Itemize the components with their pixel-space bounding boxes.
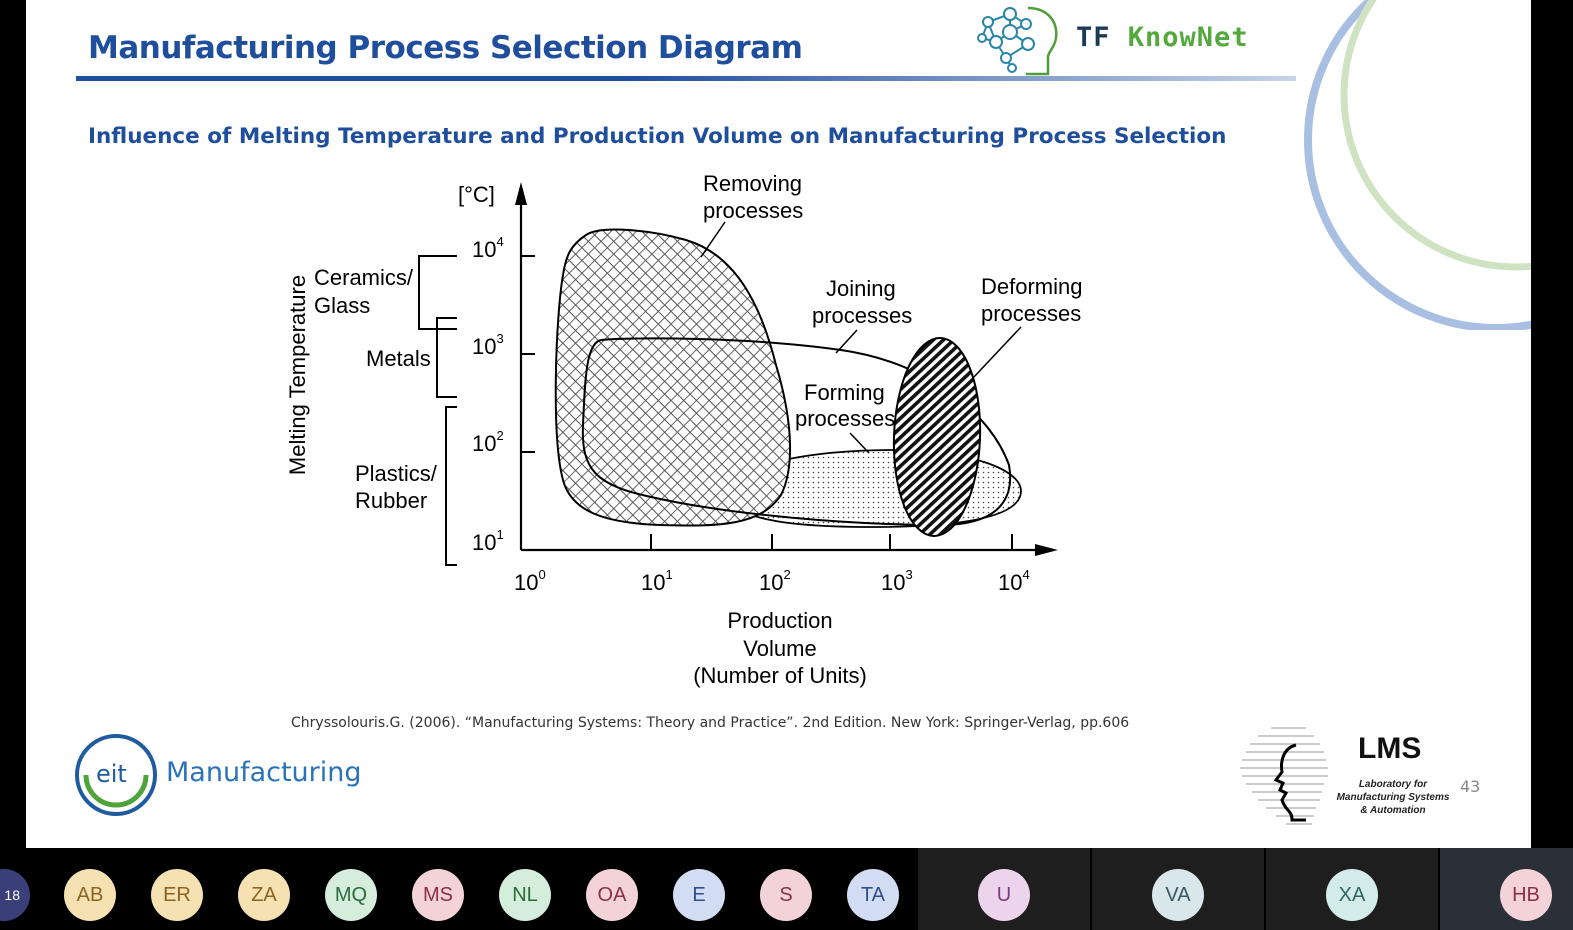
region-label-forming: processes [795, 406, 895, 431]
eit-word: Manufacturing [166, 757, 362, 788]
y-tick-label: 102 [472, 428, 504, 456]
material-label-plastics: Rubber [355, 488, 427, 513]
region-label-deforming: processes [981, 301, 1081, 326]
x-axis-title-line: (Number of Units) [693, 663, 867, 688]
process-selection-diagram: 104 103 102 101 100 101 102 103 104 [°C]… [285, 171, 1082, 688]
lms-subtitle-line: Laboratory for [1358, 779, 1428, 790]
participant-avatar[interactable]: XA [1326, 869, 1378, 921]
participant-avatar[interactable]: AB [64, 869, 116, 921]
participant-avatar[interactable]: MS [412, 869, 464, 921]
participant-avatar[interactable]: TA [847, 869, 899, 921]
eit-circle-icon: eit [75, 734, 157, 816]
y-tick-label: 101 [472, 527, 504, 555]
y-tick-label: 103 [472, 331, 504, 359]
region-label-removing: Removing [703, 171, 802, 196]
x-tick-label: 100 [514, 567, 546, 595]
y-axis-arrow [515, 182, 527, 205]
title-underline [76, 76, 1296, 81]
material-label-metals: Metals [366, 346, 431, 371]
lms-subtitle-line: & Automation [1360, 805, 1426, 816]
presentation-slide: Manufacturing Process Selection Diagram … [26, 0, 1531, 848]
region-label-forming: Forming [804, 380, 885, 405]
removing-processes-region [554, 228, 792, 527]
x-tick-label: 104 [998, 567, 1030, 595]
x-axis-arrow [1035, 544, 1058, 556]
material-brackets [418, 255, 457, 566]
y-tick-label: 104 [472, 234, 504, 262]
brain-network-icon [977, 6, 1058, 76]
region-label-joining: Joining [826, 276, 896, 301]
brand-part-1: TF [1076, 22, 1128, 53]
lms-subtitle: Laboratory for Manufacturing Systems & A… [1328, 778, 1458, 817]
y-tick-marks [521, 255, 535, 453]
y-axis-unit: [°C] [458, 182, 495, 207]
participant-avatar[interactable]: 18 [0, 869, 30, 921]
participant-avatar[interactable]: E [673, 869, 725, 921]
participant-avatar[interactable]: MQ [325, 869, 377, 921]
participant-avatar[interactable]: U [978, 869, 1030, 921]
lms-logo: LMS Laboratory for Manufacturing Systems… [1236, 720, 1466, 835]
tf-knownet-logo: TF KnowNet [976, 2, 1296, 78]
participant-avatar[interactable]: S [760, 869, 812, 921]
deforming-processes-region [892, 337, 982, 537]
participant-avatar[interactable]: HB [1500, 869, 1552, 921]
brand-part-2: KnowNet [1127, 22, 1249, 53]
region-label-removing: processes [703, 198, 803, 223]
x-axis-title-line: Volume [743, 636, 816, 661]
eit-manufacturing-logo: eit Manufacturing [74, 733, 404, 819]
material-label-ceramics: Glass [314, 293, 370, 318]
participant-avatar[interactable]: VA [1152, 869, 1204, 921]
slide-title: Manufacturing Process Selection Diagram [88, 30, 803, 66]
page-number: 43 [1460, 777, 1481, 796]
brand-name: TF KnowNet [1076, 22, 1249, 53]
participant-avatar[interactable]: ER [151, 869, 203, 921]
x-tick-marks [650, 534, 1013, 550]
y-axis-title: Melting Temperature [285, 275, 310, 475]
x-axis-title-line: Production [727, 608, 832, 633]
lms-subtitle-line: Manufacturing Systems [1336, 792, 1450, 803]
head-profile-icon [1240, 727, 1328, 825]
eit-circle-text: eit [96, 760, 127, 788]
x-tick-label: 102 [759, 567, 791, 595]
leader-lines [700, 221, 1022, 454]
region-label-deforming: Deforming [981, 274, 1082, 299]
material-label-ceramics: Ceramics/ [314, 265, 414, 290]
slide-subtitle: Influence of Melting Temperature and Pro… [88, 124, 1227, 149]
participant-avatar[interactable]: OA [586, 869, 638, 921]
participant-avatar[interactable]: NL [499, 869, 551, 921]
decorative-arcs [1304, 0, 1531, 330]
citation: Chryssolouris.G. (2006). “Manufacturing … [291, 715, 1130, 731]
material-label-plastics: Plastics/ [355, 461, 438, 486]
region-label-joining: processes [812, 303, 912, 328]
participant-avatar[interactable]: ZA [238, 869, 290, 921]
x-tick-label: 101 [641, 567, 673, 595]
x-tick-label: 103 [881, 567, 913, 595]
lms-title: LMS [1358, 732, 1422, 765]
